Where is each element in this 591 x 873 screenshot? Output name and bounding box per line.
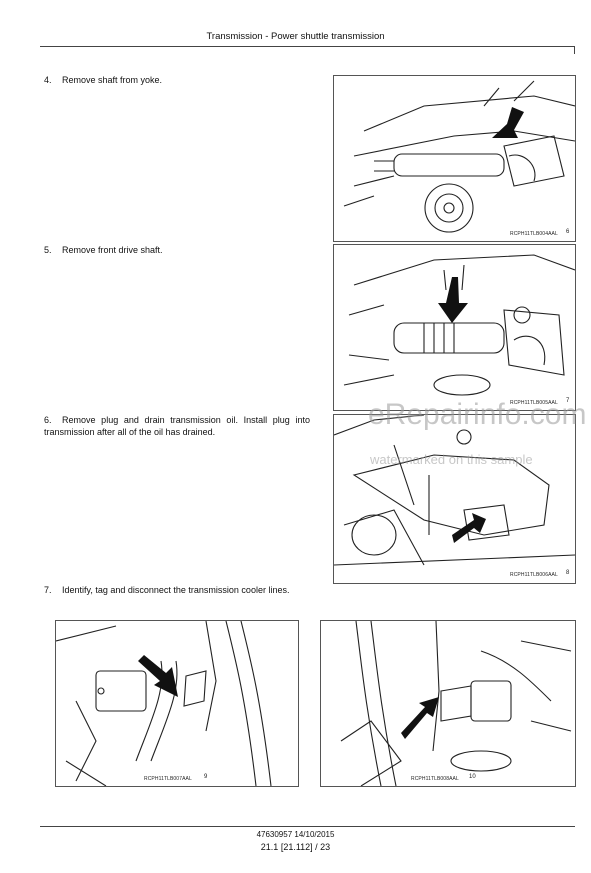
- figure-8-number: 8: [566, 570, 570, 576]
- figure-8-code: RCPH11TLB006AAL: [510, 572, 558, 578]
- step-number: 4.: [44, 75, 52, 85]
- figure-9-arrow: [138, 655, 178, 697]
- step-6: 6.Remove plug and drain transmission oil…: [44, 414, 310, 438]
- step-text: Remove plug and drain transmission oil. …: [44, 415, 310, 437]
- figure-7: RCPH11TLB005AAL 7: [333, 244, 576, 411]
- figure-6: RCPH11TLB004AAL 6: [333, 75, 576, 242]
- step-7: 7. Identify, tag and disconnect the trans…: [44, 584, 310, 596]
- figure-7-code: RCPH11TLB005AAL: [510, 400, 558, 406]
- watermark-note: watermarked on this sample: [370, 452, 533, 467]
- figure-6-code: RCPH11TLB004AAL: [510, 231, 558, 237]
- figure-8-illustration: [334, 415, 575, 566]
- step-text: Remove shaft from yoke.: [62, 75, 163, 85]
- footer-page: 21.1 [21.112] / 23: [260, 842, 331, 852]
- figure-10-number: 10: [469, 774, 476, 780]
- figure-9: RCPH11TLB007AAL 9: [55, 620, 299, 787]
- step-5: 5. Remove front drive shaft.: [44, 244, 314, 256]
- figure-8-arrow: [452, 513, 486, 543]
- figure-8: RCPH11TLB006AAL 8: [333, 414, 576, 584]
- header-right-tick: [574, 46, 575, 54]
- step-number: 6.: [44, 415, 52, 425]
- figure-7-illustration: [343, 254, 575, 396]
- figure-7-number: 7: [566, 398, 570, 404]
- figure-6-arrow: [492, 107, 524, 138]
- step-text: Identify, tag and disconnect the transmi…: [62, 585, 290, 595]
- watermark-site: eRepairinfo.com: [368, 398, 587, 431]
- step-number: 5.: [44, 245, 52, 255]
- figure-7-arrow: [438, 277, 468, 323]
- figure-10: RCPH11TLB008AAL 10: [320, 620, 576, 787]
- figure-6-number: 6: [566, 229, 570, 235]
- step-4: 4. Remove shaft from yoke.: [44, 74, 314, 86]
- step-number: 7.: [44, 585, 52, 595]
- step-text: Remove front drive shaft.: [62, 245, 163, 255]
- footer-doc: 47630957 14/10/2015: [256, 830, 335, 839]
- figure-9-number: 9: [204, 774, 208, 780]
- figure-10-code: RCPH11TLB008AAL: [411, 776, 459, 782]
- figure-10-illustration: [340, 621, 572, 786]
- figure-6-illustration: [343, 80, 575, 233]
- page-header: Transmission - Power shuttle transmissio…: [206, 31, 385, 42]
- header-rule: [40, 46, 575, 47]
- footer-rule: [40, 826, 575, 827]
- figure-9-code: RCPH11TLB007AAL: [144, 776, 192, 782]
- figure-10-arrow: [401, 697, 439, 739]
- figure-9-illustration: [56, 621, 272, 786]
